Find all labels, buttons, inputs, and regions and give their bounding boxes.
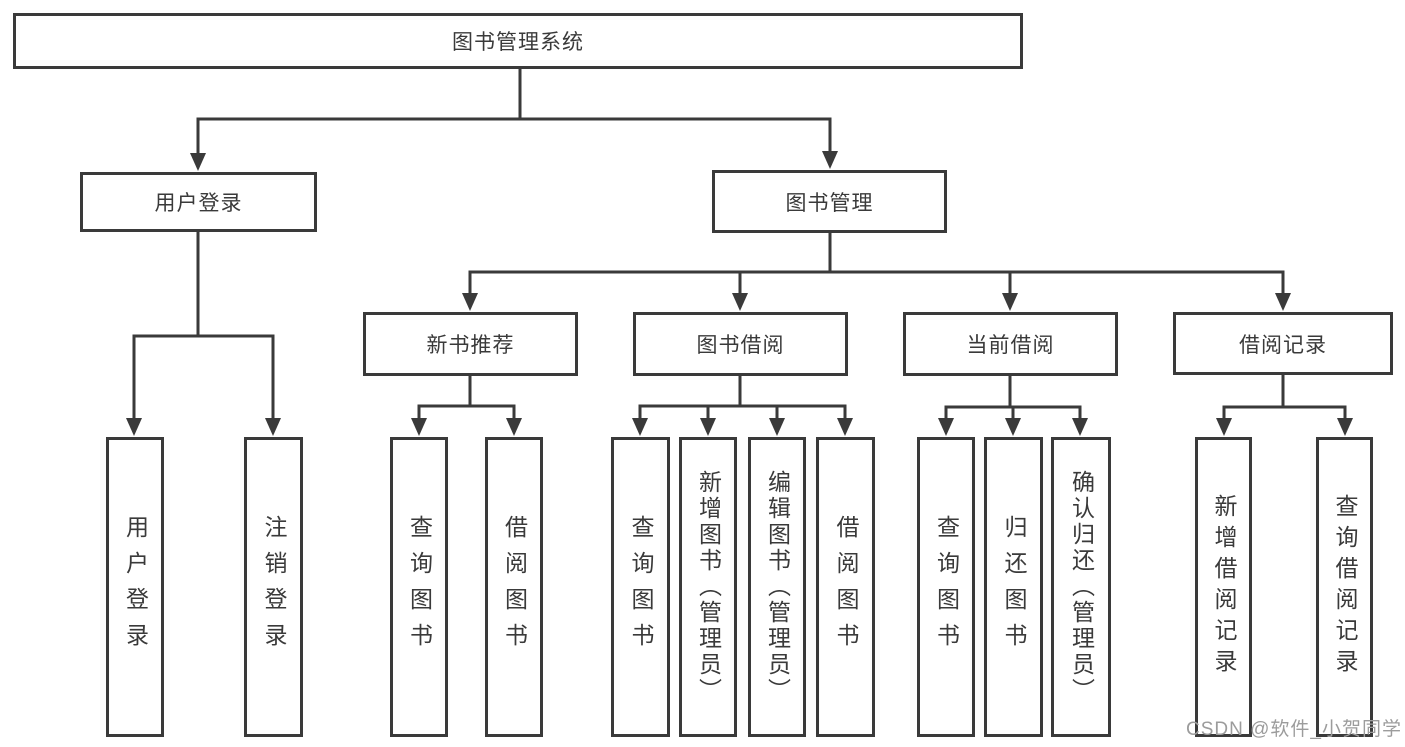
box-leaf-confirm-return-admin-label: 确认归还（管理员） — [1068, 470, 1095, 704]
box-book-management: 图书管理 — [712, 170, 947, 233]
box-leaf-query-books-recommend: 查询图书 — [390, 437, 448, 737]
box-borrowing-records: 借阅记录 — [1173, 312, 1393, 375]
box-leaf-user-login-label: 用户登录 — [122, 515, 149, 659]
box-leaf-return-books: 归还图书 — [984, 437, 1043, 737]
box-current-borrowing: 当前借阅 — [903, 312, 1118, 376]
box-new-book-recommend: 新书推荐 — [363, 312, 578, 376]
box-user-login-label: 用户登录 — [154, 192, 243, 215]
box-leaf-add-borrow-record-label: 新增借阅记录 — [1211, 494, 1237, 680]
box-borrowing-records-label: 借阅记录 — [1239, 333, 1327, 357]
box-system-root: 图书管理系统 — [13, 13, 1023, 69]
box-leaf-logout-label: 注销登录 — [261, 515, 287, 659]
box-leaf-query-borrow-record: 查询借阅记录 — [1316, 437, 1373, 737]
box-leaf-borrow-books-borrowing-label: 借阅图书 — [833, 515, 859, 659]
box-book-borrowing-label: 图书借阅 — [696, 334, 785, 357]
box-leaf-add-borrow-record: 新增借阅记录 — [1195, 437, 1252, 737]
box-leaf-add-books-admin: 新增图书（管理员） — [679, 437, 737, 737]
box-leaf-edit-books-admin-label: 编辑图书（管理员） — [764, 470, 791, 704]
box-leaf-query-books-current-label: 查询图书 — [933, 515, 960, 659]
box-new-book-recommend-label: 新书推荐 — [426, 334, 515, 357]
box-system-root-label: 图书管理系统 — [452, 31, 584, 54]
box-leaf-query-books-current: 查询图书 — [917, 437, 975, 737]
box-leaf-query-books-borrowing: 查询图书 — [611, 437, 670, 737]
csdn-watermark: CSDN @软件_小贺同学 — [1186, 719, 1402, 740]
arrowhead-icons — [126, 151, 1353, 436]
box-leaf-add-books-admin-label: 新增图书（管理员） — [695, 470, 722, 704]
box-leaf-return-books-label: 归还图书 — [1001, 515, 1027, 659]
box-leaf-confirm-return-admin: 确认归还（管理员） — [1051, 437, 1111, 737]
box-leaf-borrow-books-recommend-label: 借阅图书 — [501, 515, 528, 659]
box-leaf-query-borrow-record-label: 查询借阅记录 — [1332, 494, 1358, 680]
box-leaf-borrow-books-recommend: 借阅图书 — [485, 437, 543, 737]
box-leaf-edit-books-admin: 编辑图书（管理员） — [748, 437, 806, 737]
box-leaf-user-login: 用户登录 — [106, 437, 164, 737]
box-current-borrowing-label: 当前借阅 — [966, 334, 1055, 357]
box-book-management-label: 图书管理 — [785, 191, 874, 215]
box-user-login: 用户登录 — [80, 172, 317, 232]
box-leaf-logout: 注销登录 — [244, 437, 303, 737]
box-leaf-query-books-recommend-label: 查询图书 — [406, 515, 433, 659]
box-leaf-query-books-borrowing-label: 查询图书 — [628, 515, 654, 659]
box-leaf-borrow-books-borrowing: 借阅图书 — [816, 437, 875, 737]
box-book-borrowing: 图书借阅 — [633, 312, 848, 376]
